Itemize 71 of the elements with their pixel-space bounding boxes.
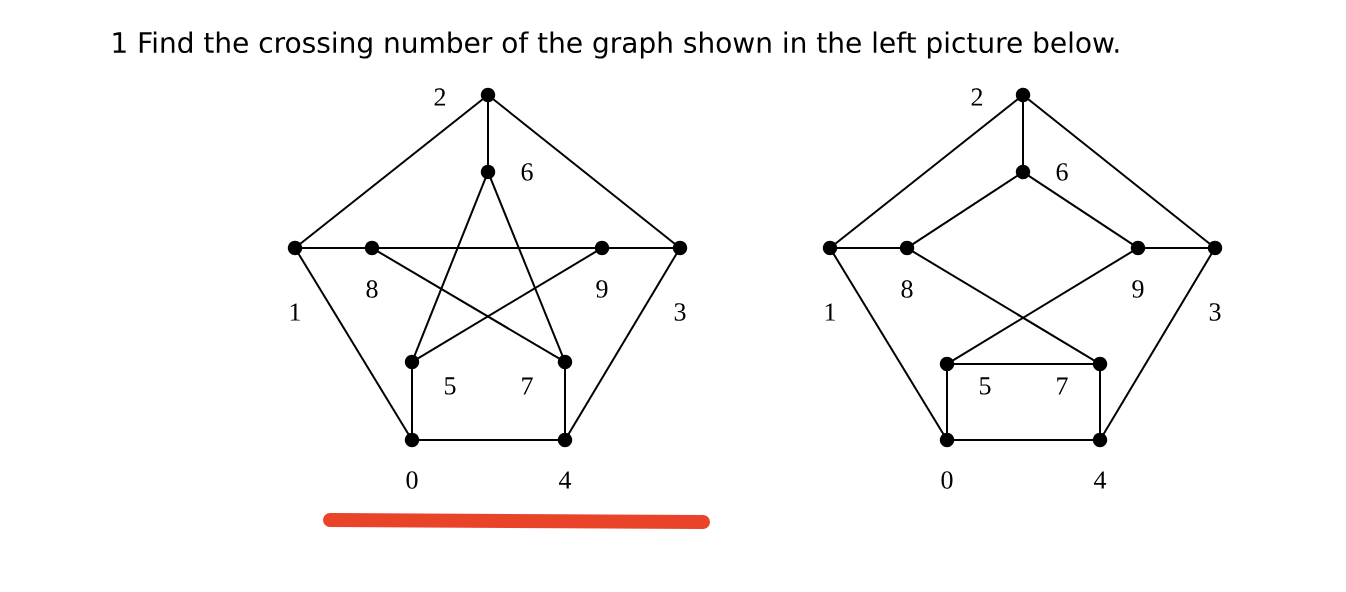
vertex-dot — [594, 240, 610, 256]
graph-edge — [1026, 174, 1135, 246]
graph-edge — [1142, 247, 1211, 249]
graph-edge — [910, 174, 1020, 246]
vertex-label: 0 — [406, 471, 418, 489]
graph-edge — [946, 368, 948, 436]
graph-edge — [831, 251, 946, 437]
vertex-dot — [1015, 87, 1031, 103]
vertex-label: 4 — [1094, 471, 1107, 489]
vertex-label: 7 — [1057, 377, 1068, 395]
vertex-dot — [899, 240, 915, 256]
graph-edge — [606, 247, 676, 249]
graph-edge — [299, 247, 368, 249]
vertex-dot — [480, 164, 496, 180]
vertex-dot — [557, 354, 573, 370]
graph-edge — [375, 249, 562, 361]
graph-edge — [376, 247, 598, 249]
vertex-dot — [672, 240, 688, 256]
vertex-dot — [822, 240, 838, 256]
vertex-label: 1 — [290, 303, 300, 321]
vertex-label: 8 — [366, 280, 378, 298]
vertex-label: 3 — [1209, 303, 1221, 321]
vertex-dot — [1092, 356, 1108, 372]
graph-edge — [1101, 251, 1214, 437]
graph-edge — [415, 249, 599, 361]
vertex-label: 5 — [980, 377, 991, 395]
vertex-dot — [939, 432, 955, 448]
graph-edge — [1099, 368, 1101, 436]
graph-edge — [951, 439, 1096, 441]
vertex-dot — [480, 87, 496, 103]
vertex-label: 6 — [521, 163, 533, 181]
graph-edge — [413, 176, 487, 358]
vertex-dot — [287, 240, 303, 256]
graph-edge — [489, 176, 564, 358]
graph-edge — [416, 439, 561, 441]
graph-edge — [910, 249, 1097, 363]
vertex-label: 7 — [522, 377, 533, 395]
graph-edge — [491, 97, 677, 246]
graph-edge — [564, 366, 566, 436]
vertex-dot — [1015, 164, 1031, 180]
graph-edge — [1026, 97, 1212, 246]
graph-edge — [950, 249, 1135, 363]
graph-edge — [834, 247, 903, 249]
vertex-label: 2 — [434, 88, 446, 106]
vertex-label: 9 — [596, 280, 608, 298]
graph-edge — [566, 251, 679, 437]
vertex-dot — [1130, 240, 1146, 256]
graph-edge — [298, 97, 485, 246]
vertex-dot — [557, 432, 573, 448]
vertex-label: 6 — [1056, 163, 1068, 181]
vertex-dot — [364, 240, 380, 256]
graph-edge — [833, 97, 1020, 246]
vertex-label: 1 — [825, 303, 835, 321]
title: 1 Find the crossing number of the graph shown in the left picture below. — [113, 31, 1119, 59]
graph-edge — [951, 363, 1096, 365]
vertex-label: 5 — [445, 377, 456, 395]
graph-edge — [411, 366, 413, 436]
vertex-label: 8 — [901, 280, 913, 298]
vertex-label: 4 — [559, 471, 572, 489]
vertex-label: 9 — [1132, 280, 1144, 298]
vertex-dot — [1207, 240, 1223, 256]
graph-edge — [487, 99, 489, 168]
vertex-dot — [404, 432, 420, 448]
graph-edge — [296, 251, 411, 437]
vertex-dot — [939, 356, 955, 372]
vertex-label: 3 — [674, 303, 686, 321]
vertex-label: 2 — [971, 88, 983, 106]
graph-edge — [1022, 99, 1024, 168]
vertex-dot — [1092, 432, 1108, 448]
vertex-dot — [404, 354, 420, 370]
vertex-label: 0 — [941, 471, 953, 489]
